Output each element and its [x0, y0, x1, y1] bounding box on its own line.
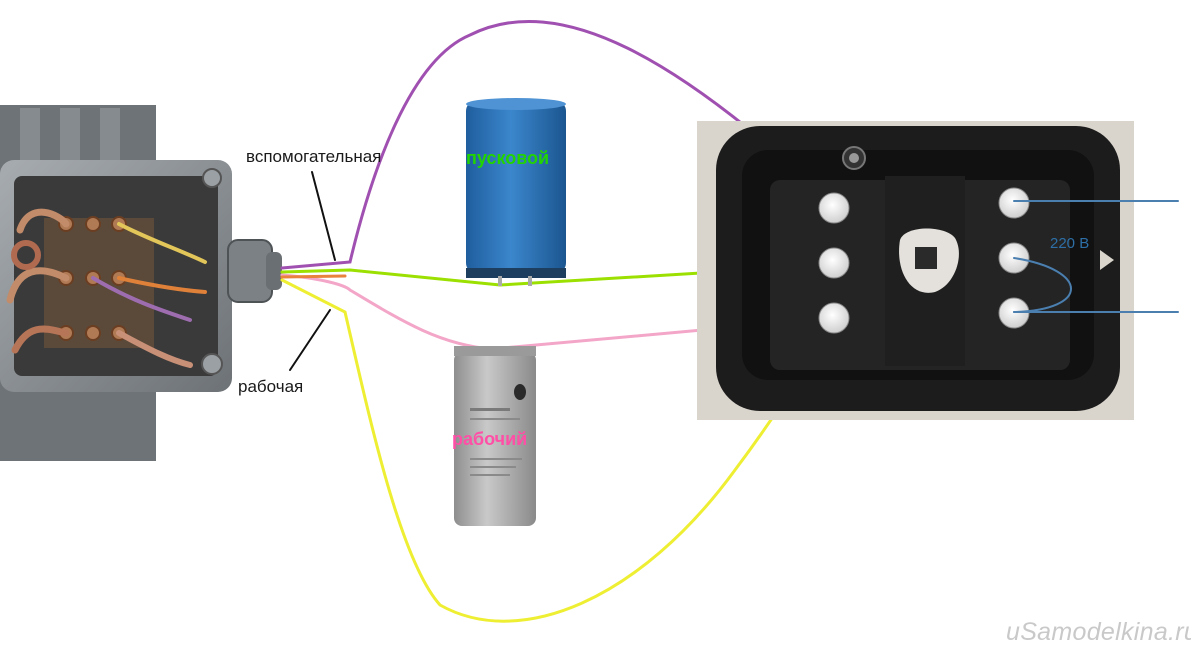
voltage-label: 220 В — [1050, 235, 1090, 252]
motor-junction-box — [0, 105, 282, 461]
motor-internal-leads — [6, 208, 207, 368]
run-capacitor-wire — [280, 273, 837, 351]
run-capacitor-label: рабочий — [452, 429, 528, 449]
terminal-block — [697, 121, 1134, 420]
start-capacitor-wire — [280, 263, 837, 287]
wires — [280, 20, 837, 623]
aux-label-leader — [311, 171, 336, 261]
work-label-leader — [289, 309, 331, 371]
supply-jumper — [1013, 257, 1072, 313]
start-capacitor — [466, 98, 566, 286]
watermark: uSamodelkina.ru — [1006, 618, 1191, 646]
supply-wires — [1013, 200, 1179, 313]
start-capacitor-label: пусковой — [466, 148, 550, 168]
run-capacitor — [454, 346, 536, 526]
aux-wire-label: вспомогательная — [246, 147, 382, 166]
aux-wire — [280, 20, 832, 270]
work-wire-label: рабочая — [238, 377, 304, 396]
